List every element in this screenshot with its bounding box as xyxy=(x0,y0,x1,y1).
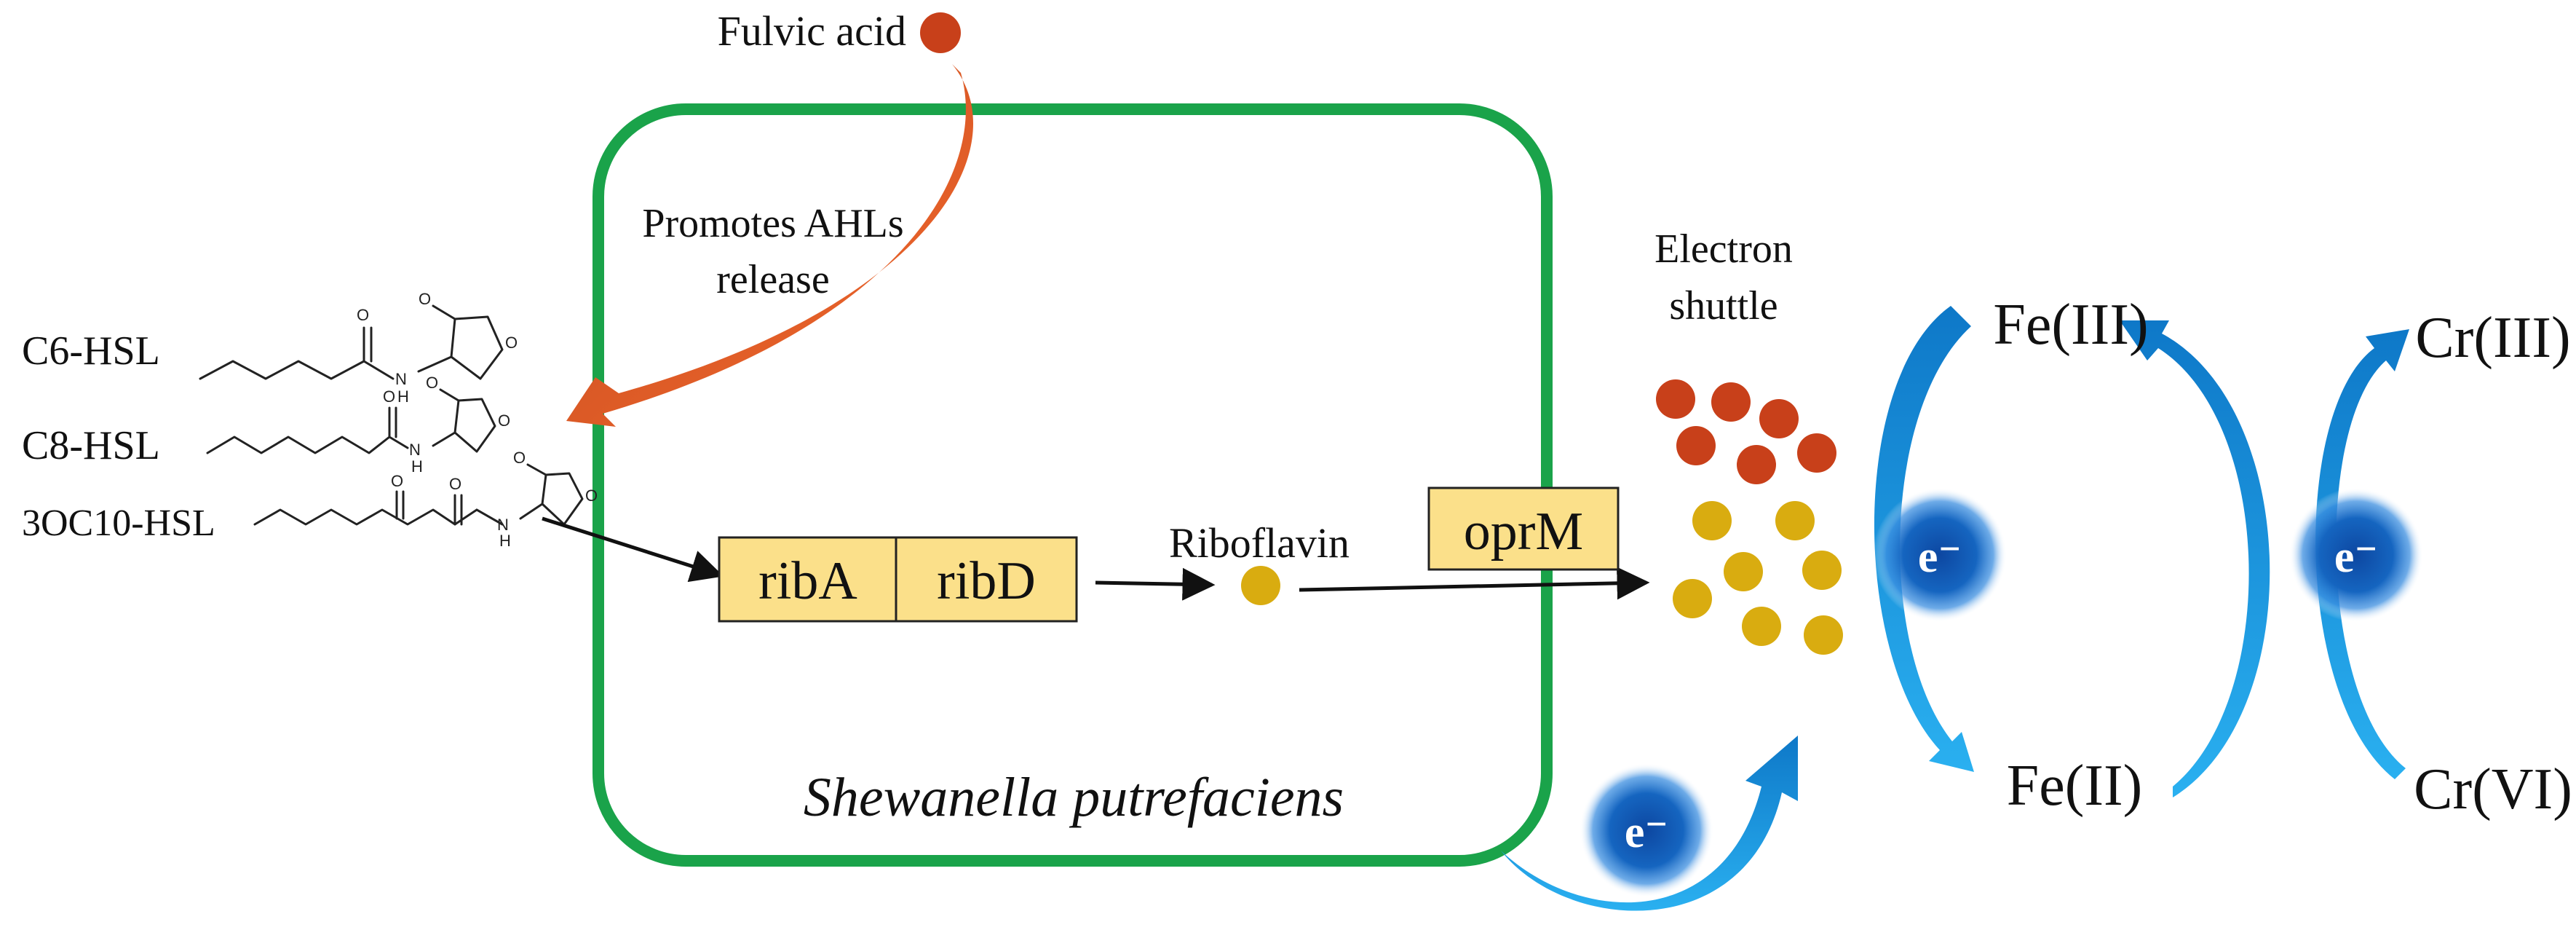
organism-label: Shewanella putrefaciens xyxy=(804,767,1344,828)
c6-hsl-ring-o: O xyxy=(505,334,518,352)
shuttle-particle-yellow xyxy=(1692,501,1732,540)
c8-hsl-label: C8-HSL xyxy=(22,423,160,468)
shuttle-particle-red xyxy=(1656,379,1695,419)
fe2-label: Fe(II) xyxy=(2007,754,2143,818)
oprM-box xyxy=(1427,486,1620,571)
genes-to-riboflavin-arrow xyxy=(1095,567,1216,601)
c6-hsl-amide-h: H xyxy=(397,387,409,406)
electron-release-arrow xyxy=(1501,736,1798,911)
promotes-release-label-line2: release xyxy=(716,257,829,302)
shuttle-particle-yellow xyxy=(1742,607,1781,646)
fulvic-acid-shuttle-cluster xyxy=(1656,379,1836,484)
electron-orb-cell: e⁻ xyxy=(1580,763,1713,897)
electron-shuttle-label-line1: Electron xyxy=(1654,226,1793,272)
shuttle-particle-yellow xyxy=(1802,551,1842,590)
cell-membrane xyxy=(593,103,1553,867)
shuttle-particle-red xyxy=(1711,382,1751,422)
fe-oxidation-arrow xyxy=(2120,320,2270,797)
electron-orb-shuttle: e⁻ xyxy=(1873,488,2007,622)
c8-hsl-carbonyl-o: O xyxy=(383,387,395,406)
shuttle-particle-red xyxy=(1676,426,1716,465)
electron-orb-cell-label: e⁻ xyxy=(1625,808,1668,857)
ribD-label: ribD xyxy=(937,551,1036,611)
shuttle-particle-yellow xyxy=(1724,552,1763,591)
shuttle-particle-red xyxy=(1759,399,1799,438)
c6-hsl-structure: O N H O O xyxy=(199,290,518,406)
c6-hsl-amide-n: N xyxy=(395,370,407,388)
fulvic-acid-particle xyxy=(920,12,961,53)
cr-reduction-arrow xyxy=(2315,329,2409,779)
riboflavin-particle xyxy=(1241,566,1280,605)
oprM-label: oprM xyxy=(1464,502,1583,561)
c8-hsl-amide-h: H xyxy=(411,457,423,476)
riboflavin-label: Riboflavin xyxy=(1169,519,1350,567)
fe-reduction-arrow xyxy=(1874,306,1974,772)
shuttle-particle-yellow xyxy=(1673,579,1712,618)
3oc10-hsl-keto-o: O xyxy=(391,472,403,490)
3oc10-hsl-label: 3OC10-HSL xyxy=(22,503,215,544)
c8-hsl-ring-o: O xyxy=(498,411,510,430)
ribA-box xyxy=(718,536,897,623)
3oc10-hsl-carbonyl-o: O xyxy=(449,475,461,493)
3oc10-hsl-structure: O O N H O O xyxy=(253,449,598,550)
3oc10-hsl-ketone-o: O xyxy=(513,449,526,467)
c8-hsl-amide-n: N xyxy=(409,441,421,459)
ahl-to-genes-arrow xyxy=(542,516,724,583)
promotes-release-arrow xyxy=(566,64,974,427)
3oc10-hsl-amide-h: H xyxy=(499,532,511,550)
ribD-box xyxy=(895,536,1078,623)
cr6-label: Cr(VI) xyxy=(2414,757,2572,821)
3oc10-hsl-amide-n: N xyxy=(497,516,509,534)
ribA-label: ribA xyxy=(758,551,857,611)
fe3-label: Fe(III) xyxy=(1993,293,2148,357)
electron-orb-cr-label: e⁻ xyxy=(2334,532,2378,582)
cr3-label: Cr(III) xyxy=(2415,306,2570,370)
c8-hsl-ketone-o: O xyxy=(426,374,438,392)
shuttle-particle-yellow xyxy=(1775,501,1815,540)
promotes-release-label-line1: Promotes AHLs xyxy=(642,201,903,246)
riboflavin-export-arrow xyxy=(1299,567,1650,600)
shuttle-particle-red xyxy=(1797,433,1836,473)
c8-hsl-structure: O N H O O xyxy=(206,374,510,476)
3oc10-hsl-ring-o: O xyxy=(585,486,598,505)
electron-orb-cr: e⁻ xyxy=(2289,488,2423,622)
electron-orb-shuttle-label: e⁻ xyxy=(1918,532,1962,582)
shuttle-particle-red xyxy=(1737,445,1776,484)
fulvic-acid-label: Fulvic acid xyxy=(718,7,906,55)
c6-hsl-label: C6-HSL xyxy=(22,328,160,374)
c6-hsl-carbonyl-o: O xyxy=(357,306,369,324)
shuttle-particle-yellow xyxy=(1804,615,1843,655)
c6-hsl-ketone-o: O xyxy=(419,290,431,308)
electron-shuttle-label-line2: shuttle xyxy=(1669,283,1778,328)
riboflavin-shuttle-cluster xyxy=(1673,501,1843,655)
